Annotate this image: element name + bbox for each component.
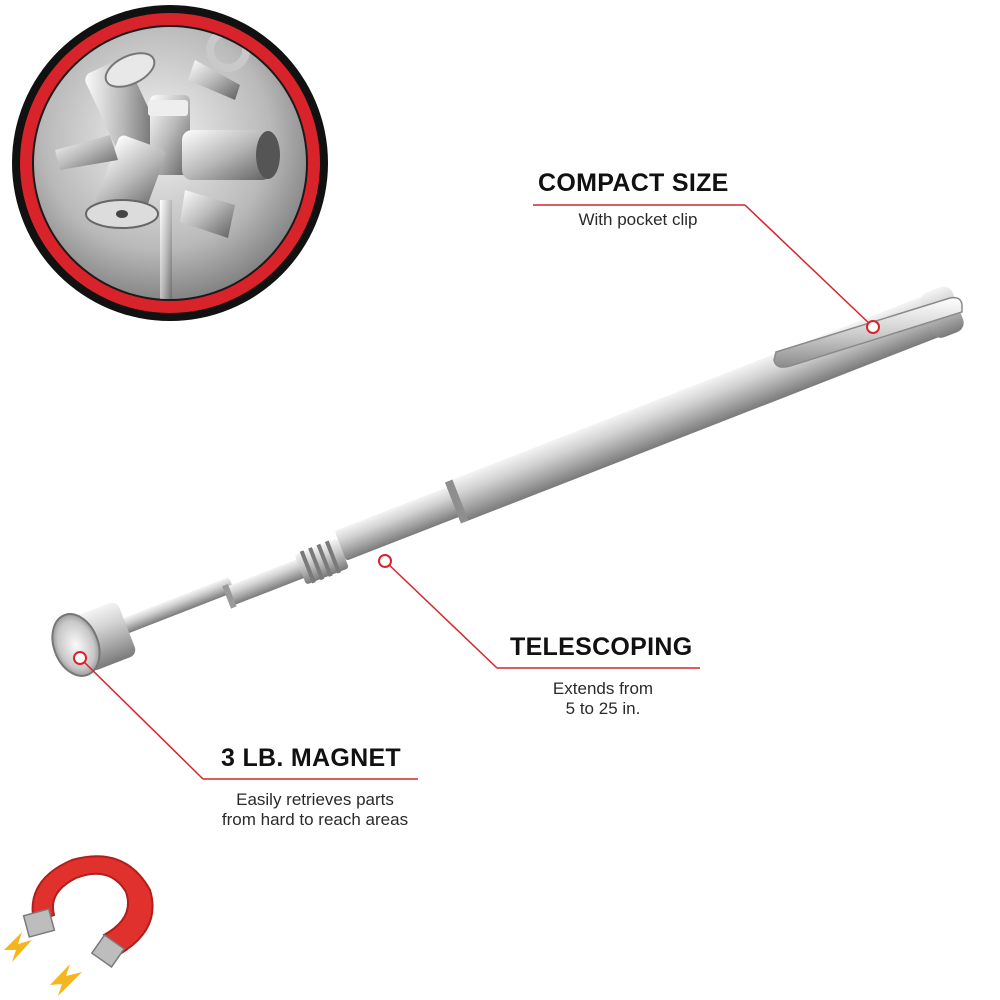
horseshoe-magnet-icon bbox=[4, 855, 154, 996]
magnet-line: from hard to reach areas bbox=[221, 810, 409, 829]
telescoping-pickup-tool bbox=[51, 286, 964, 677]
pocket-clip bbox=[773, 296, 963, 368]
telescoping-description: Extends from 5 to 25 in. bbox=[503, 679, 703, 719]
magnet-head bbox=[51, 602, 136, 677]
telescoping-line: 5 to 25 in. bbox=[565, 699, 641, 718]
leader-lines bbox=[73, 204, 880, 780]
telescoping-line: Extends from bbox=[552, 679, 654, 698]
lightning-bolt-icon bbox=[50, 964, 82, 996]
inset-bolts-image bbox=[12, 5, 328, 321]
compact-size-title: COMPACT SIZE bbox=[538, 169, 729, 197]
magnet-line: Easily retrieves parts bbox=[236, 790, 394, 809]
lightning-bolt-icon bbox=[4, 932, 32, 962]
telescoping-title: TELESCOPING bbox=[510, 633, 693, 661]
magnet-title: 3 LB. MAGNET bbox=[221, 744, 401, 772]
compact-size-line: With pocket clip bbox=[578, 210, 698, 229]
ribbed-collar bbox=[295, 539, 349, 584]
compact-size-description: With pocket clip bbox=[538, 210, 738, 230]
magnet-description: Easily retrieves parts from hard to reac… bbox=[195, 790, 435, 830]
